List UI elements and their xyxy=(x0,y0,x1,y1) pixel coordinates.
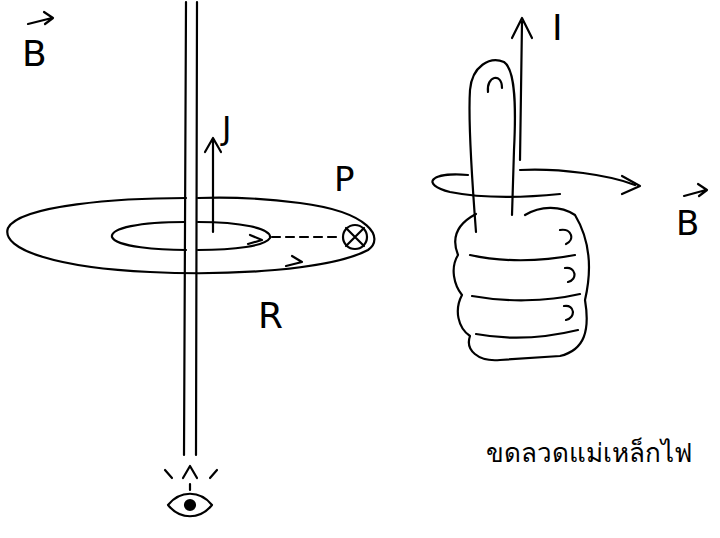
thumb-nail xyxy=(488,78,502,92)
eye xyxy=(168,494,212,517)
current-arrow xyxy=(205,138,221,232)
direction-arrow xyxy=(622,176,640,194)
radius-label: R xyxy=(258,298,283,334)
vector-arrow xyxy=(28,12,53,24)
view-marks xyxy=(165,466,217,490)
current-label: I xyxy=(552,10,563,46)
note-text: ขดลวดแม่เหล็กไฟ xyxy=(486,440,692,466)
current-label: J xyxy=(222,112,231,144)
eye-pupil xyxy=(185,500,195,510)
wire xyxy=(184,2,197,455)
field-loop xyxy=(7,198,374,274)
direction-arrow xyxy=(248,235,262,244)
point-label: P xyxy=(334,162,355,196)
field-label: B xyxy=(22,36,47,72)
radius-line xyxy=(272,236,340,238)
field-into-page-cross xyxy=(346,228,364,246)
direction-arrow xyxy=(286,256,302,266)
field-into-page xyxy=(343,225,367,249)
hand-fist xyxy=(454,208,589,360)
field-loop-inner xyxy=(112,222,270,250)
finger-curl xyxy=(560,230,574,320)
finger-line xyxy=(470,255,580,337)
field-label: B xyxy=(676,206,699,240)
hand-thumb xyxy=(469,60,515,232)
current-arrow xyxy=(512,18,532,160)
vector-arrow xyxy=(684,184,707,196)
field-curl xyxy=(432,170,635,197)
